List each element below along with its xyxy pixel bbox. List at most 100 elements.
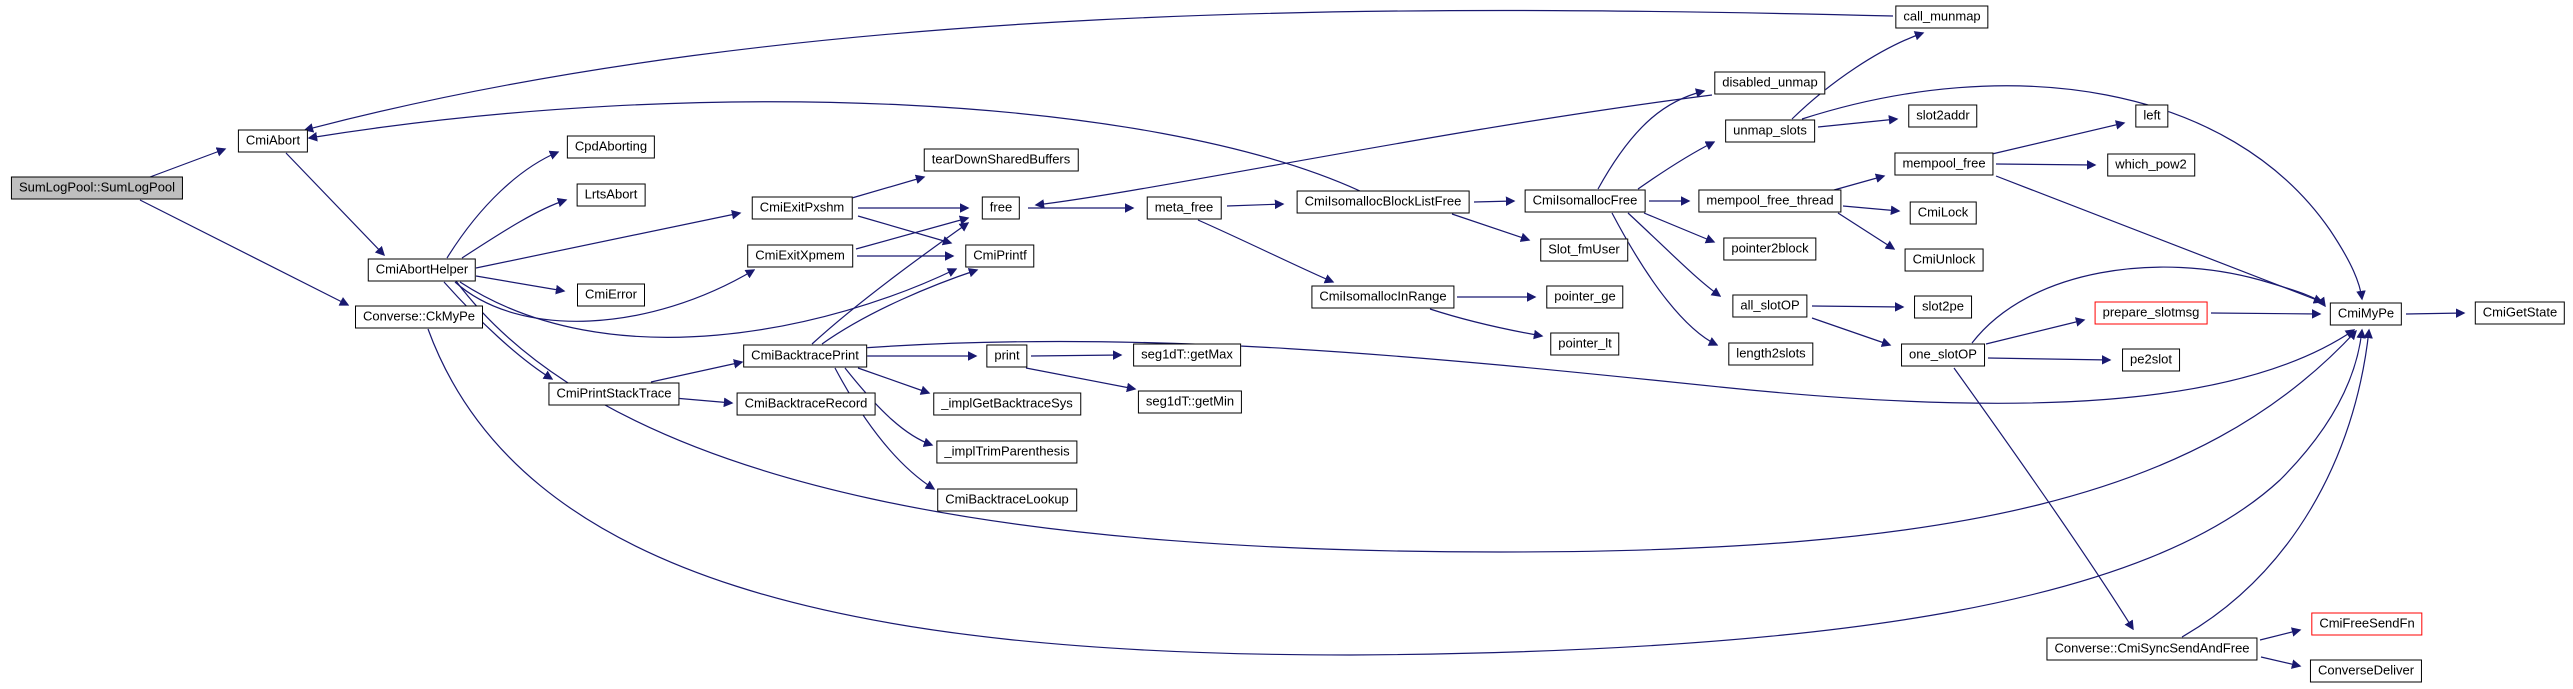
node-cmilock[interactable]: CmiLock: [1909, 201, 1977, 225]
node-prepare-slotmsg[interactable]: prepare_slotmsg: [2094, 301, 2208, 325]
node-mempool-free[interactable]: mempool_free: [1894, 152, 1994, 176]
edge-mempoolfreethread-mempoolfree: [1833, 173, 1886, 191]
edge-isomallocfree-disabledunmap: [1597, 88, 1706, 190]
edge-oneslotop-cmisyncsendandfree: [1953, 367, 2134, 631]
node-cmimype[interactable]: CmiMyPe: [2329, 302, 2403, 326]
edge-cmisyncsendandfree-conversedeliver: [2260, 656, 2302, 669]
edge-print-getmax: [1030, 350, 1123, 360]
node-length2slots[interactable]: length2slots: [1728, 342, 1814, 366]
edge-cmiaborthelper-cmiexitxpmem: [454, 269, 756, 322]
edge-cmiabort-cmiaborthelper: [285, 152, 385, 257]
edge-printstacktrace-backtraceprint: [650, 359, 744, 383]
node-implgetbacktracesys[interactable]: _implGetBacktraceSys: [933, 392, 1081, 416]
edge-blocklistfree-isomallocfree: [1473, 196, 1516, 207]
edge-mempoolfreethread-cmiunlock: [1837, 212, 1896, 250]
node-meta-free[interactable]: meta_free: [1146, 196, 1222, 220]
node-conversedeliver[interactable]: ConverseDeliver: [2309, 659, 2423, 683]
edge-mempoolfree-left: [1991, 120, 2126, 155]
edge-isomallocfree-unmapslots: [1637, 141, 1716, 190]
node-blocklistfree[interactable]: CmiIsomallocBlockListFree: [1296, 190, 1470, 214]
node-disabled-unmap[interactable]: disabled_unmap: [1714, 71, 1826, 95]
node-ckmype[interactable]: Converse::CkMyPe: [355, 305, 483, 329]
node-one-slotop[interactable]: one_slotOP: [1901, 343, 1985, 367]
node-cmiunlock[interactable]: CmiUnlock: [1904, 248, 1984, 272]
edge-ckmype-cmimype: [427, 328, 2366, 656]
node-seg1dt-getmin[interactable]: seg1dT::getMin: [1137, 390, 1243, 414]
edge-callmunmap-cmiabort: [303, 9, 1894, 133]
edge-cmiaborthelper-cmimype: [455, 280, 2357, 553]
node-cmiprintstacktrace[interactable]: CmiPrintStackTrace: [548, 382, 680, 406]
node-isomallocfree[interactable]: CmiIsomallocFree: [1524, 189, 1646, 213]
edge-backtraceprint-backtracelookup: [834, 367, 936, 490]
node-which-pow2[interactable]: which_pow2: [2107, 153, 2195, 177]
edge-backtraceprint-impltrimparenthesis: [844, 367, 934, 447]
node-left[interactable]: left: [2135, 104, 2169, 128]
edge-mempoolfree-whichpow2: [1995, 160, 2097, 170]
node-pointer-ge[interactable]: pointer_ge: [1546, 285, 1624, 309]
node-slot-fmuser[interactable]: Slot_fmUser: [1540, 238, 1628, 262]
edge-backtraceprint-free: [811, 222, 970, 345]
node-inrange[interactable]: CmiIsomallocInRange: [1311, 285, 1455, 309]
node-cmibacktracelookup[interactable]: CmiBacktraceLookup: [937, 488, 1077, 512]
edge-allslotop-oneslotop: [1811, 317, 1892, 347]
node-unmap-slots[interactable]: unmap_slots: [1725, 119, 1815, 143]
node-cmibacktraceprint[interactable]: CmiBacktracePrint: [743, 344, 867, 368]
node-call-munmap[interactable]: call_munmap: [1895, 5, 1989, 29]
edge-backtraceprint-cmiprintf: [821, 268, 979, 345]
node-pointer-lt[interactable]: pointer_lt: [1550, 332, 1620, 356]
node-cmifreesendfn[interactable]: CmiFreeSendFn: [2311, 612, 2423, 636]
edge-unmapslots-slot2addr: [1817, 115, 1899, 128]
node-cmibacktracerecord[interactable]: CmiBacktraceRecord: [736, 392, 876, 416]
edge-unmapslots-cmimype: [1801, 85, 2366, 301]
edge-unmapslots-callmunmap: [1791, 31, 1925, 120]
edge-cmiaborthelper-cmierror: [475, 275, 566, 295]
edge-backtraceprint-implgetbacktracesys: [857, 367, 931, 395]
node-slot2addr[interactable]: slot2addr: [1908, 104, 1978, 128]
node-sumlogpool[interactable]: SumLogPool::SumLogPool: [10, 176, 184, 200]
edge-cmiaborthelper-cpdaborting: [446, 150, 560, 259]
node-pe2slot[interactable]: pe2slot: [2122, 348, 2180, 372]
edge-cmisyncsendandfree-cmifreesendfn: [2259, 627, 2302, 641]
node-cmisyncsendandfree[interactable]: Converse::CmiSyncSendAndFree: [2046, 637, 2258, 661]
node-all-slotop[interactable]: all_slotOP: [1732, 294, 1808, 318]
node-cmiaborthelper[interactable]: CmiAbortHelper: [367, 258, 477, 282]
node-mempool-free-thread[interactable]: mempool_free_thread: [1698, 189, 1842, 213]
edge-blocklistfree-cmiabort: [307, 101, 1361, 192]
node-teardownsharedbuffers[interactable]: tearDownSharedBuffers: [923, 148, 1079, 172]
node-seg1dt-getmax[interactable]: seg1dT::getMax: [1133, 343, 1241, 367]
node-cmiexitxpmem[interactable]: CmiExitXpmem: [747, 244, 853, 268]
node-cmierror[interactable]: CmiError: [577, 283, 645, 307]
edge-cmiaborthelper-cmiprintstacktrace: [443, 281, 554, 380]
node-slot2pe[interactable]: slot2pe: [1914, 295, 1972, 319]
edge-disabledunmap-free: [1034, 94, 1713, 209]
edge-mempoolfree-cmimype: [1995, 175, 2324, 304]
edge-cmiaborthelper-lrtsabort: [461, 197, 568, 259]
edge-prepareslotmsg-cmimype: [2210, 309, 2322, 319]
node-cmiabort[interactable]: CmiAbort: [237, 129, 309, 153]
edge-inrange-pointerlt: [1429, 308, 1544, 340]
edge-cmisyncsendandfree-cmimype: [2181, 328, 2373, 638]
node-cmiexitpxshm[interactable]: CmiExitPxshm: [751, 196, 853, 220]
node-free[interactable]: free: [981, 196, 1021, 220]
edge-oneslotop-pe2slot: [1987, 355, 2112, 365]
edge-printstacktrace-backtracerecord: [673, 397, 734, 408]
edge-sumlogpool-ckmype: [139, 199, 350, 306]
edge-oneslotop-cmimype: [1971, 266, 2326, 344]
node-impltrimparenthesis[interactable]: _implTrimParenthesis: [936, 440, 1078, 464]
node-cmiprintf[interactable]: CmiPrintf: [965, 244, 1035, 268]
node-pointer2block[interactable]: pointer2block: [1723, 237, 1817, 261]
node-lrtsabort[interactable]: LrtsAbort: [576, 183, 646, 207]
edge-cmiaborthelper-cmiexitpxshm: [475, 209, 742, 269]
edge-cmiaborthelper-cmiprintf: [459, 268, 958, 338]
edge-sumlogpool-cmiabort: [149, 147, 227, 178]
node-print[interactable]: print: [986, 344, 1028, 368]
edge-backtraceprint-cmimype: [861, 329, 2356, 404]
node-cmigetstate[interactable]: CmiGetState: [2474, 301, 2566, 325]
edge-metafree-blocklistfree: [1226, 199, 1285, 210]
edge-metafree-inrange: [1197, 219, 1335, 284]
node-cpdaborting[interactable]: CpdAborting: [566, 135, 656, 159]
edge-isomallocfree-allslotop: [1627, 212, 1722, 297]
edge-mempoolfreethread-cmilock: [1842, 205, 1901, 216]
edge-isomallocfree-length2slots: [1611, 212, 1719, 346]
